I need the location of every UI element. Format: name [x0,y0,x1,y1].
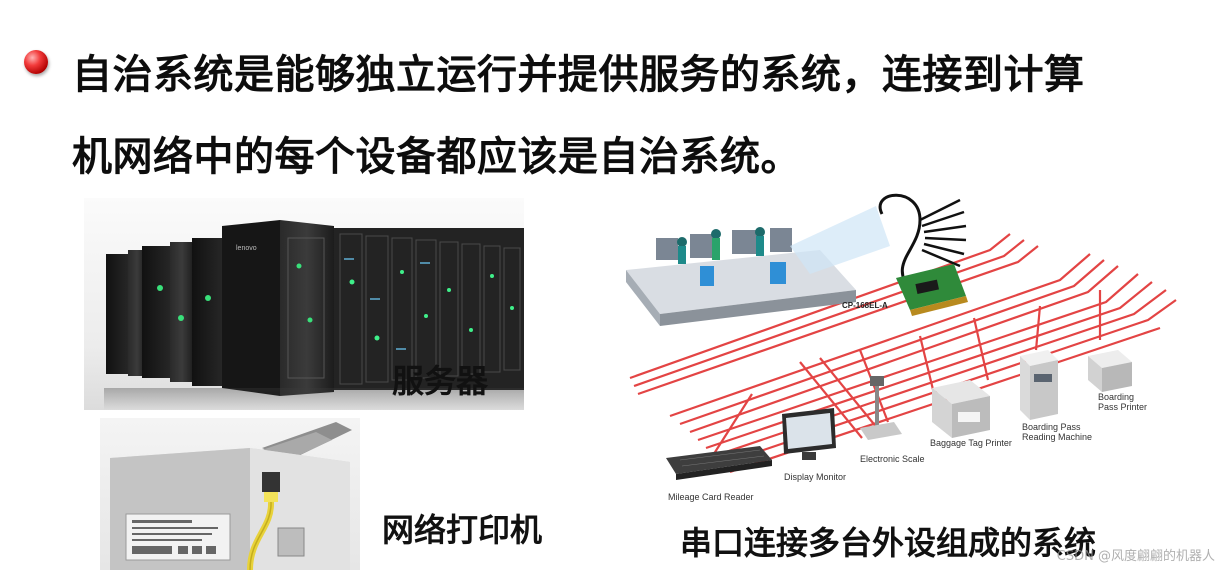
serial-diagram: CP-168EL-A [620,190,1180,510]
bullet-icon [24,50,48,74]
device-label-mileage-card-reader: Mileage Card Reader [668,492,754,502]
server-photo: lenovo [84,198,524,410]
caption-serial: 串口连接多台外设组成的系统 [680,524,1097,562]
watermark: CSDN @风度翩翩的机器人 [1056,549,1215,564]
device-label-boarding-pass-reader: Boarding Pass Reading Machine [1022,422,1093,442]
device-mileage-card-reader [666,446,772,480]
caption-server: 服务器 [392,362,489,400]
svg-text:lenovo: lenovo [236,245,257,252]
control-room-platform [626,206,890,326]
network-printer-illustration [110,422,352,570]
caption-printer: 网络打印机 [382,511,543,549]
device-boarding-pass-printer [1088,350,1132,392]
headline-line-2: 机网络中的每个设备都应该是自治系统。 [72,134,801,180]
device-electronic-scale [860,376,902,440]
headline-line-1: 自治系统是能够独立运行并提供服务的系统，连接到计算 [72,52,1085,98]
device-label-display-monitor: Display Monitor [784,472,847,482]
printer-photo [100,418,360,570]
rack-row-left [106,238,222,386]
device-boarding-pass-reader [1020,350,1058,420]
device-label-baggage-tag-printer: Baggage Tag Printer [930,438,1012,448]
headline: 自治系统是能够独立运行并提供服务的系统，连接到计算 机网络中的每个设备都应该是自… [72,34,1217,198]
serial-card [878,193,968,316]
server-racks-illustration: lenovo [104,220,524,410]
device-baggage-tag-printer [932,380,990,438]
card-label: CP-168EL-A [842,301,888,310]
rack-row-main: lenovo [222,220,524,396]
device-label-electronic-scale: Electronic Scale [860,454,925,464]
serial-network-illustration: CP-168EL-A [626,193,1177,480]
device-display-monitor [782,408,836,460]
device-label-boarding-pass-printer: Boarding Pass Printer [1098,392,1148,412]
